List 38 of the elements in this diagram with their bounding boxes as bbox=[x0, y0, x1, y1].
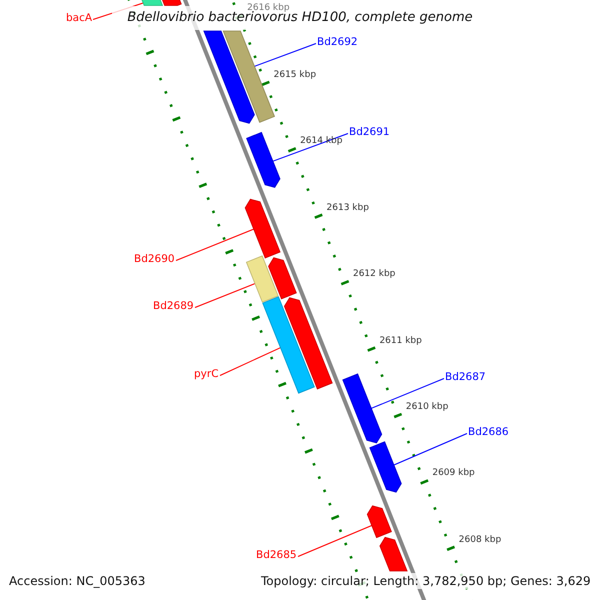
gene-segment bbox=[379, 536, 408, 572]
gene-label: pyrC bbox=[194, 368, 219, 380]
gene-segment bbox=[222, 30, 275, 123]
leader-line bbox=[176, 228, 254, 261]
gene-label: bacA bbox=[66, 12, 92, 24]
leader-line bbox=[272, 133, 348, 162]
gene-segment bbox=[342, 373, 382, 444]
gene-label: Bd2685 bbox=[256, 548, 297, 562]
scale-label: 2616 kbp bbox=[247, 3, 290, 14]
gene-label: Bd2691 bbox=[349, 126, 390, 138]
gene-label: Bd2687 bbox=[445, 370, 486, 384]
gene-segment bbox=[262, 296, 315, 394]
leader-line bbox=[393, 433, 468, 466]
gene-segment bbox=[246, 255, 279, 303]
gene-segment bbox=[203, 30, 255, 124]
scale-label: 2615 kbp bbox=[274, 70, 316, 81]
scale-label: 2608 kbp bbox=[458, 534, 502, 546]
gene-segment bbox=[369, 441, 402, 493]
gene-label: Bd2686 bbox=[468, 426, 509, 438]
scale-label: 2611 kbp bbox=[379, 336, 422, 347]
gene-label: Bd2692 bbox=[317, 36, 358, 48]
leader-line bbox=[298, 525, 372, 557]
gene-segment bbox=[284, 297, 333, 390]
gene-label: Bd2690 bbox=[134, 252, 175, 266]
gene-label: Bd2689 bbox=[153, 300, 194, 312]
leader-line bbox=[254, 43, 316, 67]
leader-line bbox=[194, 283, 256, 308]
scale-label: 2612 kbp bbox=[352, 269, 396, 280]
leader-line bbox=[370, 378, 444, 409]
scale-label: 2613 kbp bbox=[326, 202, 369, 214]
scale-label: 2614 kbp bbox=[300, 136, 342, 148]
gene-segment bbox=[244, 198, 281, 258]
scale-label: 2610 kbp bbox=[406, 402, 448, 413]
leader-line bbox=[220, 347, 281, 376]
scale-label: 2609 kbp bbox=[432, 468, 475, 480]
gene-segment bbox=[246, 132, 280, 188]
gene-segment bbox=[268, 257, 297, 300]
gene-segment bbox=[366, 505, 392, 538]
